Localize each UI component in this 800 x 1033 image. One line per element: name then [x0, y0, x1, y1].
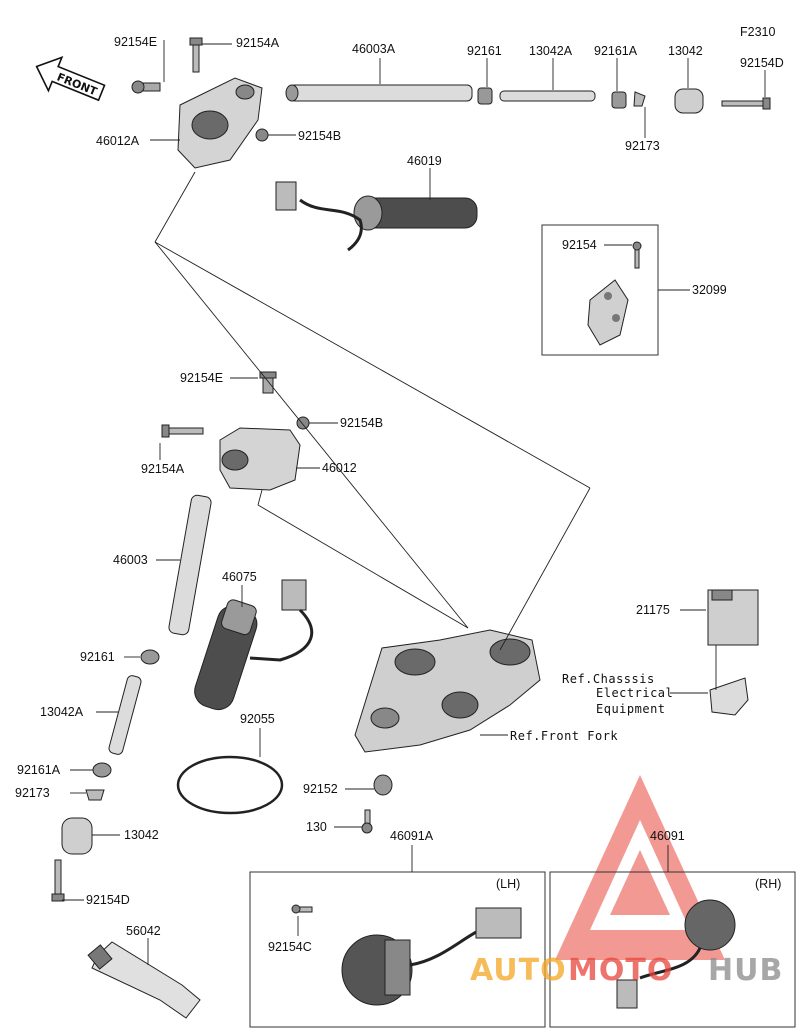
label-46075: 46075 — [222, 570, 257, 584]
bolt-92154E-mid — [259, 371, 277, 394]
watermark-logo — [555, 775, 725, 960]
label-92154D-top: 92154D — [740, 56, 784, 70]
label-130: 130 — [306, 820, 327, 834]
part-labels: 92154E 92154A 46003A 92161 13042A 92161A… — [15, 35, 784, 954]
screw-92154-box — [632, 241, 642, 269]
reference-labels: Ref.Chasssis Electrical Equipment Ref.Fr… — [510, 672, 673, 743]
label-92154C: 92154C — [268, 940, 312, 954]
label-46091A: 46091A — [390, 829, 434, 843]
label-92154A-top: 92154A — [236, 36, 280, 50]
grip-46075 — [194, 599, 258, 711]
label-46003A: 46003A — [352, 42, 396, 56]
label-92161A-low: 92161A — [17, 763, 61, 777]
grip-46019 — [275, 181, 478, 252]
screw-92154C — [291, 904, 313, 914]
collar-92161A-top — [611, 91, 627, 109]
label-92173-low: 92173 — [15, 786, 50, 800]
bolt-92154E-top — [131, 80, 161, 94]
label-92154A-mid: 92154A — [141, 462, 185, 476]
ref-chassis-line1: Ref.Chasssis — [562, 672, 655, 686]
label-92173-top: 92173 — [625, 139, 660, 153]
label-46019: 46019 — [407, 154, 442, 168]
bar-end-13042-low — [61, 817, 93, 855]
leader-lines — [62, 40, 766, 965]
label-92161-top: 92161 — [467, 44, 502, 58]
cover-32099 — [587, 279, 629, 346]
collar-92161A-low — [92, 762, 112, 778]
weight-shaft-13042A-top — [499, 90, 596, 102]
bolt-92154A-top — [189, 37, 203, 73]
label-21175: 21175 — [636, 603, 670, 617]
watermark-text: AUTO MOTO HUB — [470, 953, 783, 988]
relay-21175 — [707, 589, 759, 646]
bolt-92154A-mid — [161, 424, 204, 438]
connector-46075 — [249, 579, 314, 662]
label-92154B-top: 92154B — [298, 129, 341, 143]
label-92154E-mid: 92154E — [180, 371, 223, 385]
label-13042A-top: 13042A — [529, 44, 573, 58]
bolt-92154B-top — [255, 128, 269, 142]
switch-46091 — [616, 899, 736, 1009]
ref-chassis-line3: Equipment — [596, 702, 666, 716]
bracket — [709, 677, 749, 716]
detail-box-rh — [549, 871, 796, 1028]
label-13042-top: 13042 — [668, 44, 703, 58]
weight-shaft-13042A-low — [108, 675, 142, 755]
bolt-130 — [361, 809, 373, 834]
section-label-lh: (LH) — [496, 877, 520, 891]
label-92152: 92152 — [303, 782, 338, 796]
front-arrow-icon: FRONT — [35, 55, 106, 102]
bolt-92154D-top — [721, 97, 771, 110]
handlebar-46003A — [285, 84, 473, 102]
watermark-moto: MOTO — [568, 953, 673, 988]
ref-chassis-line2: Electrical — [596, 686, 673, 700]
label-13042-low: 13042 — [124, 828, 159, 842]
clip-92173-top — [633, 91, 646, 107]
o-ring-92055 — [176, 755, 284, 815]
section-label-rh: (RH) — [755, 877, 781, 891]
watermark-auto: AUTO — [470, 953, 567, 988]
collar-92161-top — [477, 87, 493, 105]
label-46003: 46003 — [113, 553, 148, 567]
collar-92161-low — [140, 649, 160, 665]
label-92154B-mid: 92154B — [340, 416, 383, 430]
label-46091: 46091 — [650, 829, 685, 843]
label-46012: 46012 — [322, 461, 357, 475]
bolt-92154D-low — [51, 859, 65, 902]
label-92154D-low: 92154D — [86, 893, 130, 907]
label-46012A: 46012A — [96, 134, 140, 148]
clamp-46012A — [177, 77, 263, 169]
rubber-92152 — [373, 774, 393, 796]
label-13042A-low: 13042A — [40, 705, 84, 719]
detail-box-lh — [249, 871, 546, 1028]
label-32099: 32099 — [692, 283, 727, 297]
watermark-hub: HUB — [708, 953, 783, 988]
switch-46091A — [341, 907, 522, 1006]
label-92154-box: 92154 — [562, 238, 597, 252]
label-92161A-top: 92161A — [594, 44, 638, 58]
label-56042: 56042 — [126, 924, 161, 938]
diagram-code: F2310 — [740, 25, 775, 39]
label-92055: 92055 — [240, 712, 275, 726]
ref-front-fork: Ref.Front Fork — [510, 729, 618, 743]
clip-92173-low — [85, 789, 105, 801]
top-bridge — [354, 629, 541, 753]
grease-tube-56042 — [87, 941, 201, 1019]
bar-end-13042-top — [674, 88, 704, 114]
handlebar-46003 — [168, 494, 212, 636]
clamp-46012 — [219, 427, 301, 491]
label-92161-low: 92161 — [80, 650, 115, 664]
label-92154E-top: 92154E — [114, 35, 157, 49]
